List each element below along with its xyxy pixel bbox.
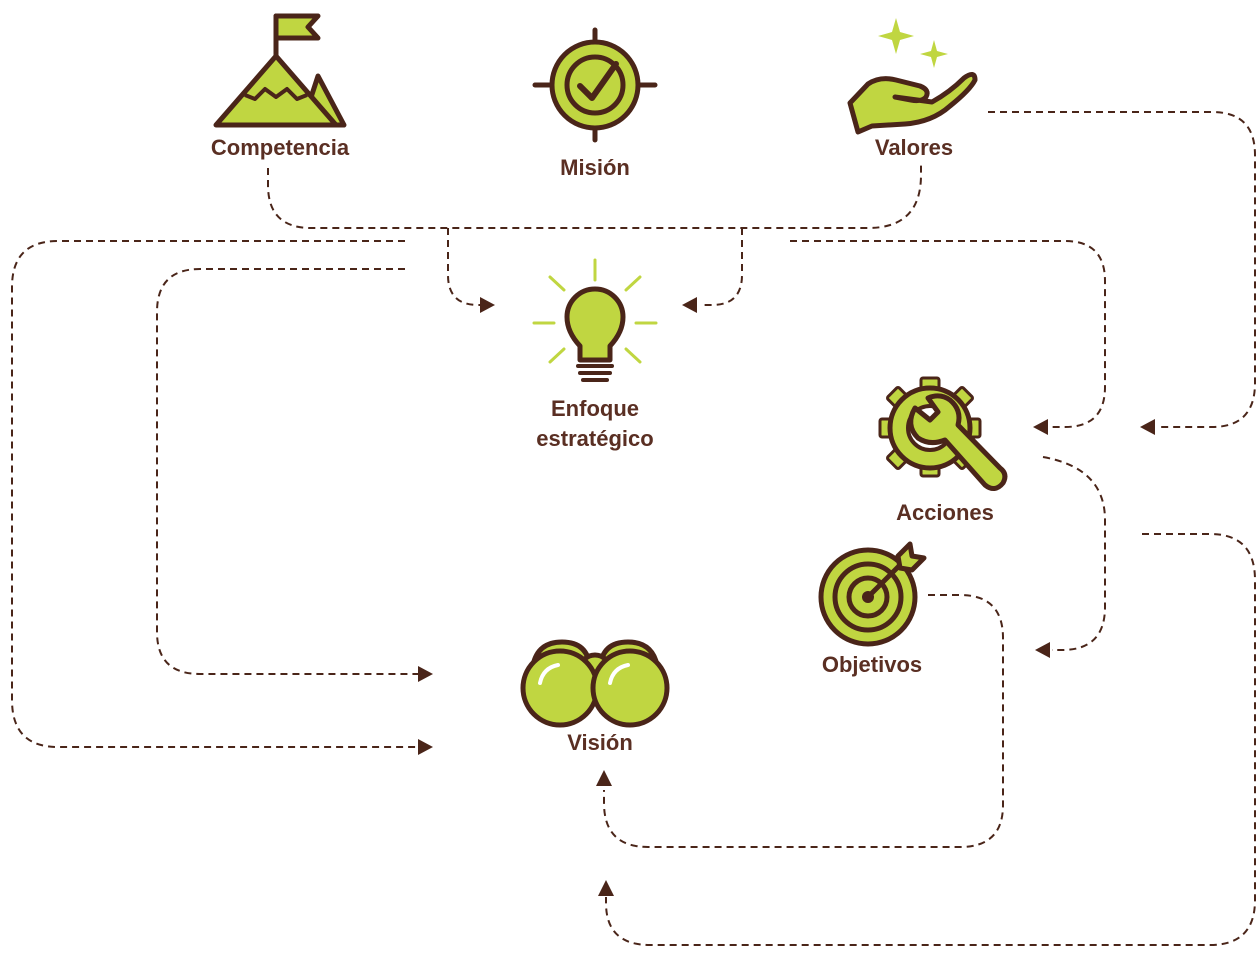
vision-label: Visión: [567, 730, 633, 755]
arrowhead-valores-acciones: [1140, 419, 1155, 435]
enfoque-label-line1: Enfoque: [551, 396, 639, 421]
connector-competencia-valores: [267, 165, 922, 229]
connector-bus-enfoque-left: [447, 228, 482, 306]
connector-acciones-objetivos: [1042, 456, 1106, 651]
arrowhead-outer-left-vision: [418, 739, 433, 755]
connectors: [11, 111, 1256, 946]
target-check-icon: [532, 27, 658, 143]
arrowhead-objetivos-vision: [596, 770, 612, 786]
arrowhead-inner-left-vision: [418, 666, 433, 682]
lightbulb-icon: [532, 258, 658, 382]
bullseye-arrow-icon: [818, 541, 927, 647]
arrowhead-acciones-outer-vision: [598, 880, 614, 896]
connector-valores-acciones: [988, 111, 1256, 428]
hand-sparkles-icon: [847, 18, 978, 135]
objetivos-label: Objetivos: [822, 652, 922, 677]
binoculars-icon: [520, 639, 670, 728]
connector-acciones-outer-vision: [605, 533, 1256, 946]
arrowhead-acciones-objetivos: [1035, 642, 1050, 658]
enfoque-label-line2: estratégico: [536, 426, 653, 451]
acciones-label: Acciones: [896, 500, 994, 525]
mountain-flag-icon: [213, 13, 347, 128]
gear-wrench-icon: [878, 376, 1008, 491]
valores-label: Valores: [875, 135, 953, 160]
connector-inner-left-vision: [156, 268, 418, 675]
arrowhead-enfoque-acciones: [1033, 419, 1048, 435]
connector-objetivos-vision: [603, 594, 1004, 848]
connector-bus-enfoque-right: [700, 228, 743, 306]
connector-outer-left-vision: [11, 240, 418, 748]
competencia-label: Competencia: [211, 135, 350, 160]
arrowhead-enfoque-right: [682, 297, 697, 313]
connector-enfoque-acciones: [790, 240, 1106, 428]
mision-label: Misión: [560, 155, 630, 180]
arrowhead-enfoque-left: [480, 297, 495, 313]
